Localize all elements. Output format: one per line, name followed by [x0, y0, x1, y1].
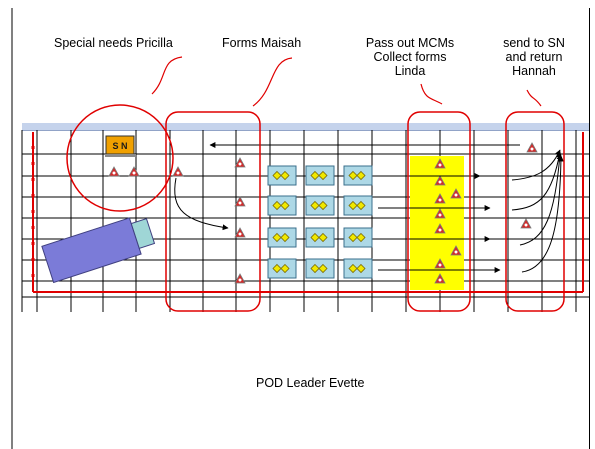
header-band [22, 123, 590, 130]
person-triangle-icon [520, 218, 532, 229]
special-needs-circle [66, 104, 174, 212]
boundary-dot [31, 178, 35, 181]
pass-out-area-outline [407, 111, 471, 312]
person-triangle-icon [434, 158, 446, 169]
pass-out-label-line2: Collect forms [373, 50, 447, 64]
send-arrow-4 [521, 155, 564, 273]
send-arrow-2 [511, 151, 562, 211]
send-area-outline [505, 111, 565, 312]
sn-box: S N [105, 135, 136, 157]
boundary-dot [31, 194, 35, 197]
boundary-dot [31, 242, 35, 245]
send-label-line1: send to SN [503, 36, 565, 50]
person-triangle-icon [450, 245, 462, 256]
station-diamond-icon [267, 165, 297, 186]
boundary-dot [31, 258, 35, 261]
forms-area-outline [165, 111, 261, 312]
station-diamond-icon [305, 165, 335, 186]
send-label-line3: Hannah [512, 64, 556, 78]
person-triangle-icon [234, 196, 246, 207]
pass-out-label-line3: Linda [394, 64, 426, 78]
send-callout [526, 89, 542, 107]
person-triangle-icon [434, 273, 446, 284]
station-diamond-icon [267, 258, 297, 279]
boundary-dot [31, 146, 35, 149]
callout-curves [151, 56, 542, 107]
boundary-dot [31, 226, 35, 229]
person-triangle-icon [128, 166, 140, 177]
station-diamond-icon [267, 195, 297, 216]
station-diamond-icon [267, 227, 297, 248]
send-label-line2: and return [505, 50, 563, 64]
boundary-dot [31, 274, 35, 277]
person-triangle-icon [234, 157, 246, 168]
person-triangle-icon [434, 223, 446, 234]
boundary-dots [31, 146, 35, 277]
boundary-dot [31, 210, 35, 213]
station-diamond-icon [343, 195, 373, 216]
station-diamond-icon [305, 227, 335, 248]
forms-label: Forms Maisah [222, 36, 302, 50]
person-triangle-icon [434, 193, 446, 204]
floor-grid [21, 130, 590, 312]
highlight-outlines [66, 104, 565, 312]
pass-out-label: Pass out MCMs Collect forms Linda [348, 36, 472, 78]
send-label: send to SN and return Hannah [478, 36, 590, 78]
station-diamond-icon [305, 195, 335, 216]
special-needs-label: Special needs Pricilla [54, 36, 173, 50]
pod-leader-label: POD Leader Evette [256, 376, 365, 390]
boundary-dot [31, 162, 35, 165]
person-markers [108, 142, 538, 284]
forms-flow-arrow [174, 177, 229, 231]
person-triangle-icon [172, 166, 184, 177]
forms-callout [252, 57, 293, 107]
station-diamond-icon [305, 258, 335, 279]
person-triangle-icon [450, 188, 462, 199]
flow-arrows [174, 142, 564, 273]
person-triangle-icon [434, 258, 446, 269]
station-diamond-icon [343, 165, 373, 186]
person-triangle-icon [234, 273, 246, 284]
sn-box-label: S N [112, 141, 127, 151]
station-diamond-icon [343, 227, 373, 248]
stations [267, 165, 373, 279]
person-triangle-icon [434, 175, 446, 186]
bus-icon [41, 217, 156, 284]
special-needs-callout [151, 56, 183, 95]
person-triangle-icon [434, 208, 446, 219]
send-arrow-3 [519, 153, 563, 246]
person-triangle-icon [526, 142, 538, 153]
person-triangle-icon [108, 166, 120, 177]
pass-out-callout [420, 83, 443, 105]
station-diamond-icon [343, 258, 373, 279]
person-triangle-icon [234, 227, 246, 238]
pass-out-label-line1: Pass out MCMs [365, 36, 455, 50]
